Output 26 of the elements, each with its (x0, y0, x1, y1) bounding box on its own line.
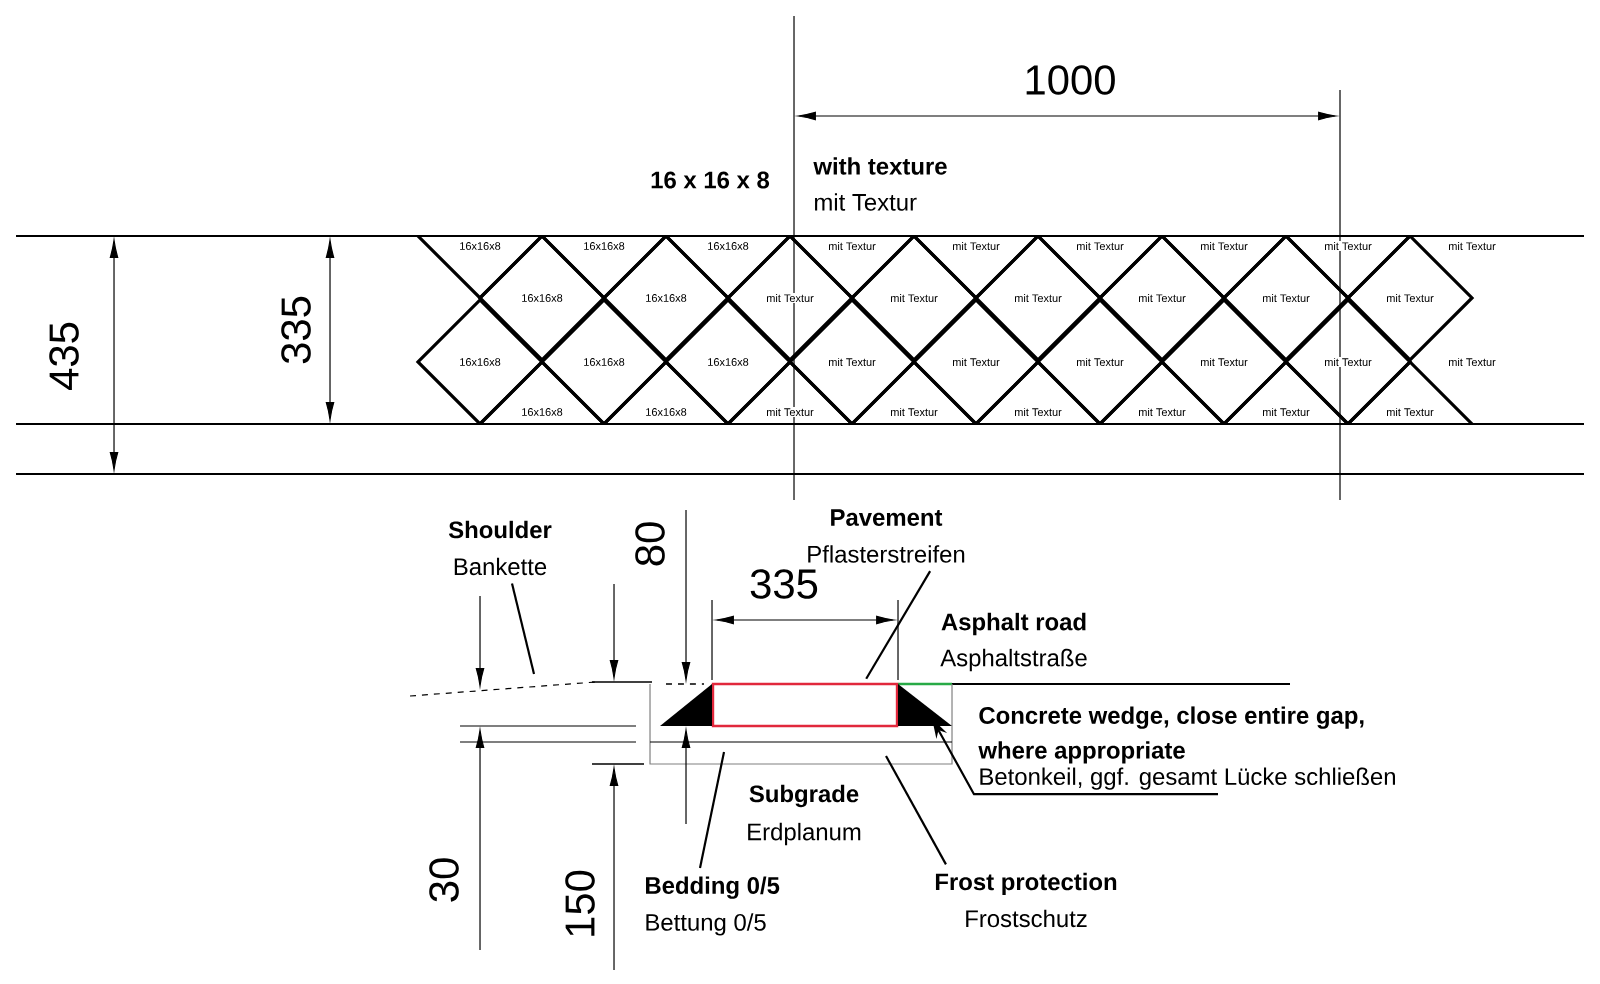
callout-text: Bedding 0/5 Bettung 0/5 (646, 876, 780, 936)
layer-label: Asphalt road (941, 612, 1086, 636)
leader-line (865, 570, 932, 680)
dimension-label: 150 (565, 870, 595, 936)
dimension-label: 335 (750, 569, 818, 599)
note-text: with texture (813, 157, 947, 175)
callout-text: Concrete wedge, close entire gap, where appropriate Betonkeil, ggf. gesamt Lücke schließen (978, 706, 1395, 790)
layer-label: Erdplanum (748, 822, 861, 846)
leader-line (510, 583, 536, 675)
dimension-label: 1000 (1026, 65, 1115, 95)
callout-text: Frost protection Frostschutz (935, 872, 1117, 928)
dimension-label: 435 (49, 322, 79, 390)
note-text: mit Textur (815, 193, 917, 211)
concrete-wedge (898, 684, 952, 726)
concrete-wedge (660, 684, 712, 726)
layer-label: Asphaltstraße (940, 648, 1087, 672)
size-label: 16 x 16 x 8 (651, 171, 770, 189)
leader-line (885, 755, 947, 865)
dimension-label: 30 (429, 858, 459, 902)
callout-text: Shoulder Bankette (448, 520, 552, 576)
callout-text: Pavement Pflasterstreifen (808, 509, 965, 563)
layer-label: Subgrade (749, 784, 859, 808)
pavement-stone (711, 682, 899, 728)
dimension-label: 80 (635, 522, 665, 566)
dimension-label: 335 (281, 296, 311, 364)
leader-line (698, 751, 726, 869)
